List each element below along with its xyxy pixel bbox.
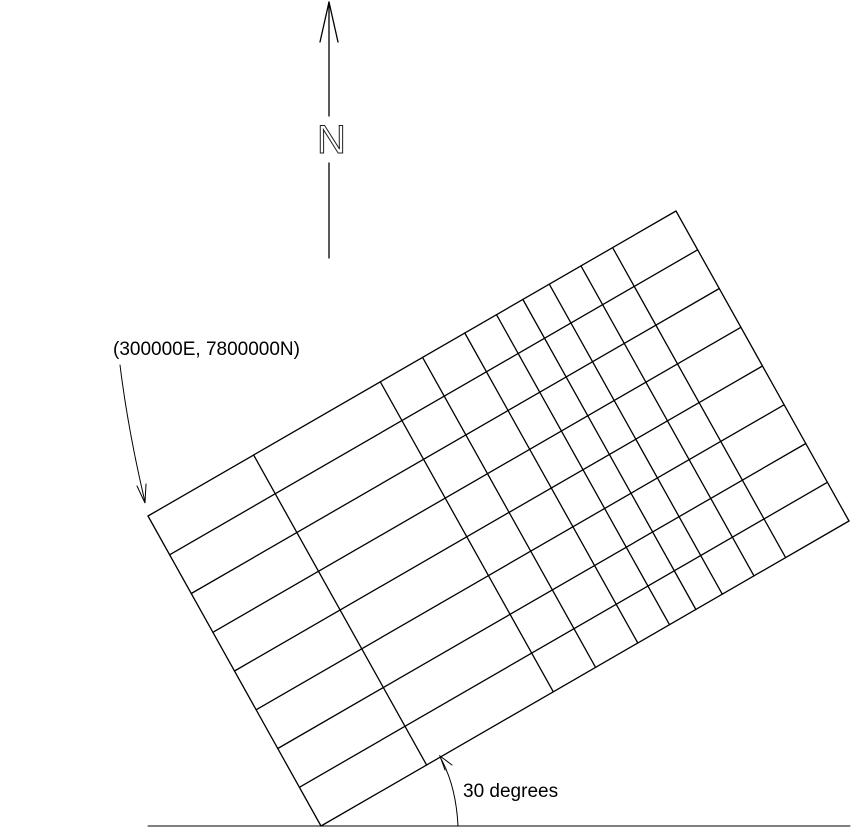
grid-column-line (464, 332, 639, 644)
grid-column-line (147, 515, 322, 827)
origin-coordinate-label: (300000E, 7800000N) (113, 339, 300, 360)
grid-row-line (212, 326, 742, 633)
grid-column-line (522, 298, 697, 611)
grid-row-line (147, 210, 677, 517)
angle-label: 30 degrees (463, 781, 558, 802)
grid-column-line (379, 381, 554, 693)
grid-row-line (298, 481, 829, 788)
origin-leader-arrow (119, 364, 147, 504)
grid-column-line (495, 314, 671, 626)
grid-row-line (168, 249, 699, 556)
grid-row-line (255, 404, 785, 711)
rotated-grid (147, 210, 850, 827)
grid-column-line (580, 265, 755, 577)
grid-row-line (277, 442, 807, 750)
grid-column-line (611, 246, 787, 559)
grid-column-line (421, 356, 597, 669)
grid-row-line (320, 520, 850, 827)
north-letter: N (317, 118, 346, 162)
grid-column-line (252, 454, 428, 766)
grid-column-line (675, 210, 850, 522)
north-arrow-icon (319, 1, 339, 259)
grid-row-line (233, 365, 764, 672)
grid-row-line (190, 287, 720, 595)
angle-arc-arrow (438, 754, 459, 827)
grid-column-line (548, 283, 723, 595)
